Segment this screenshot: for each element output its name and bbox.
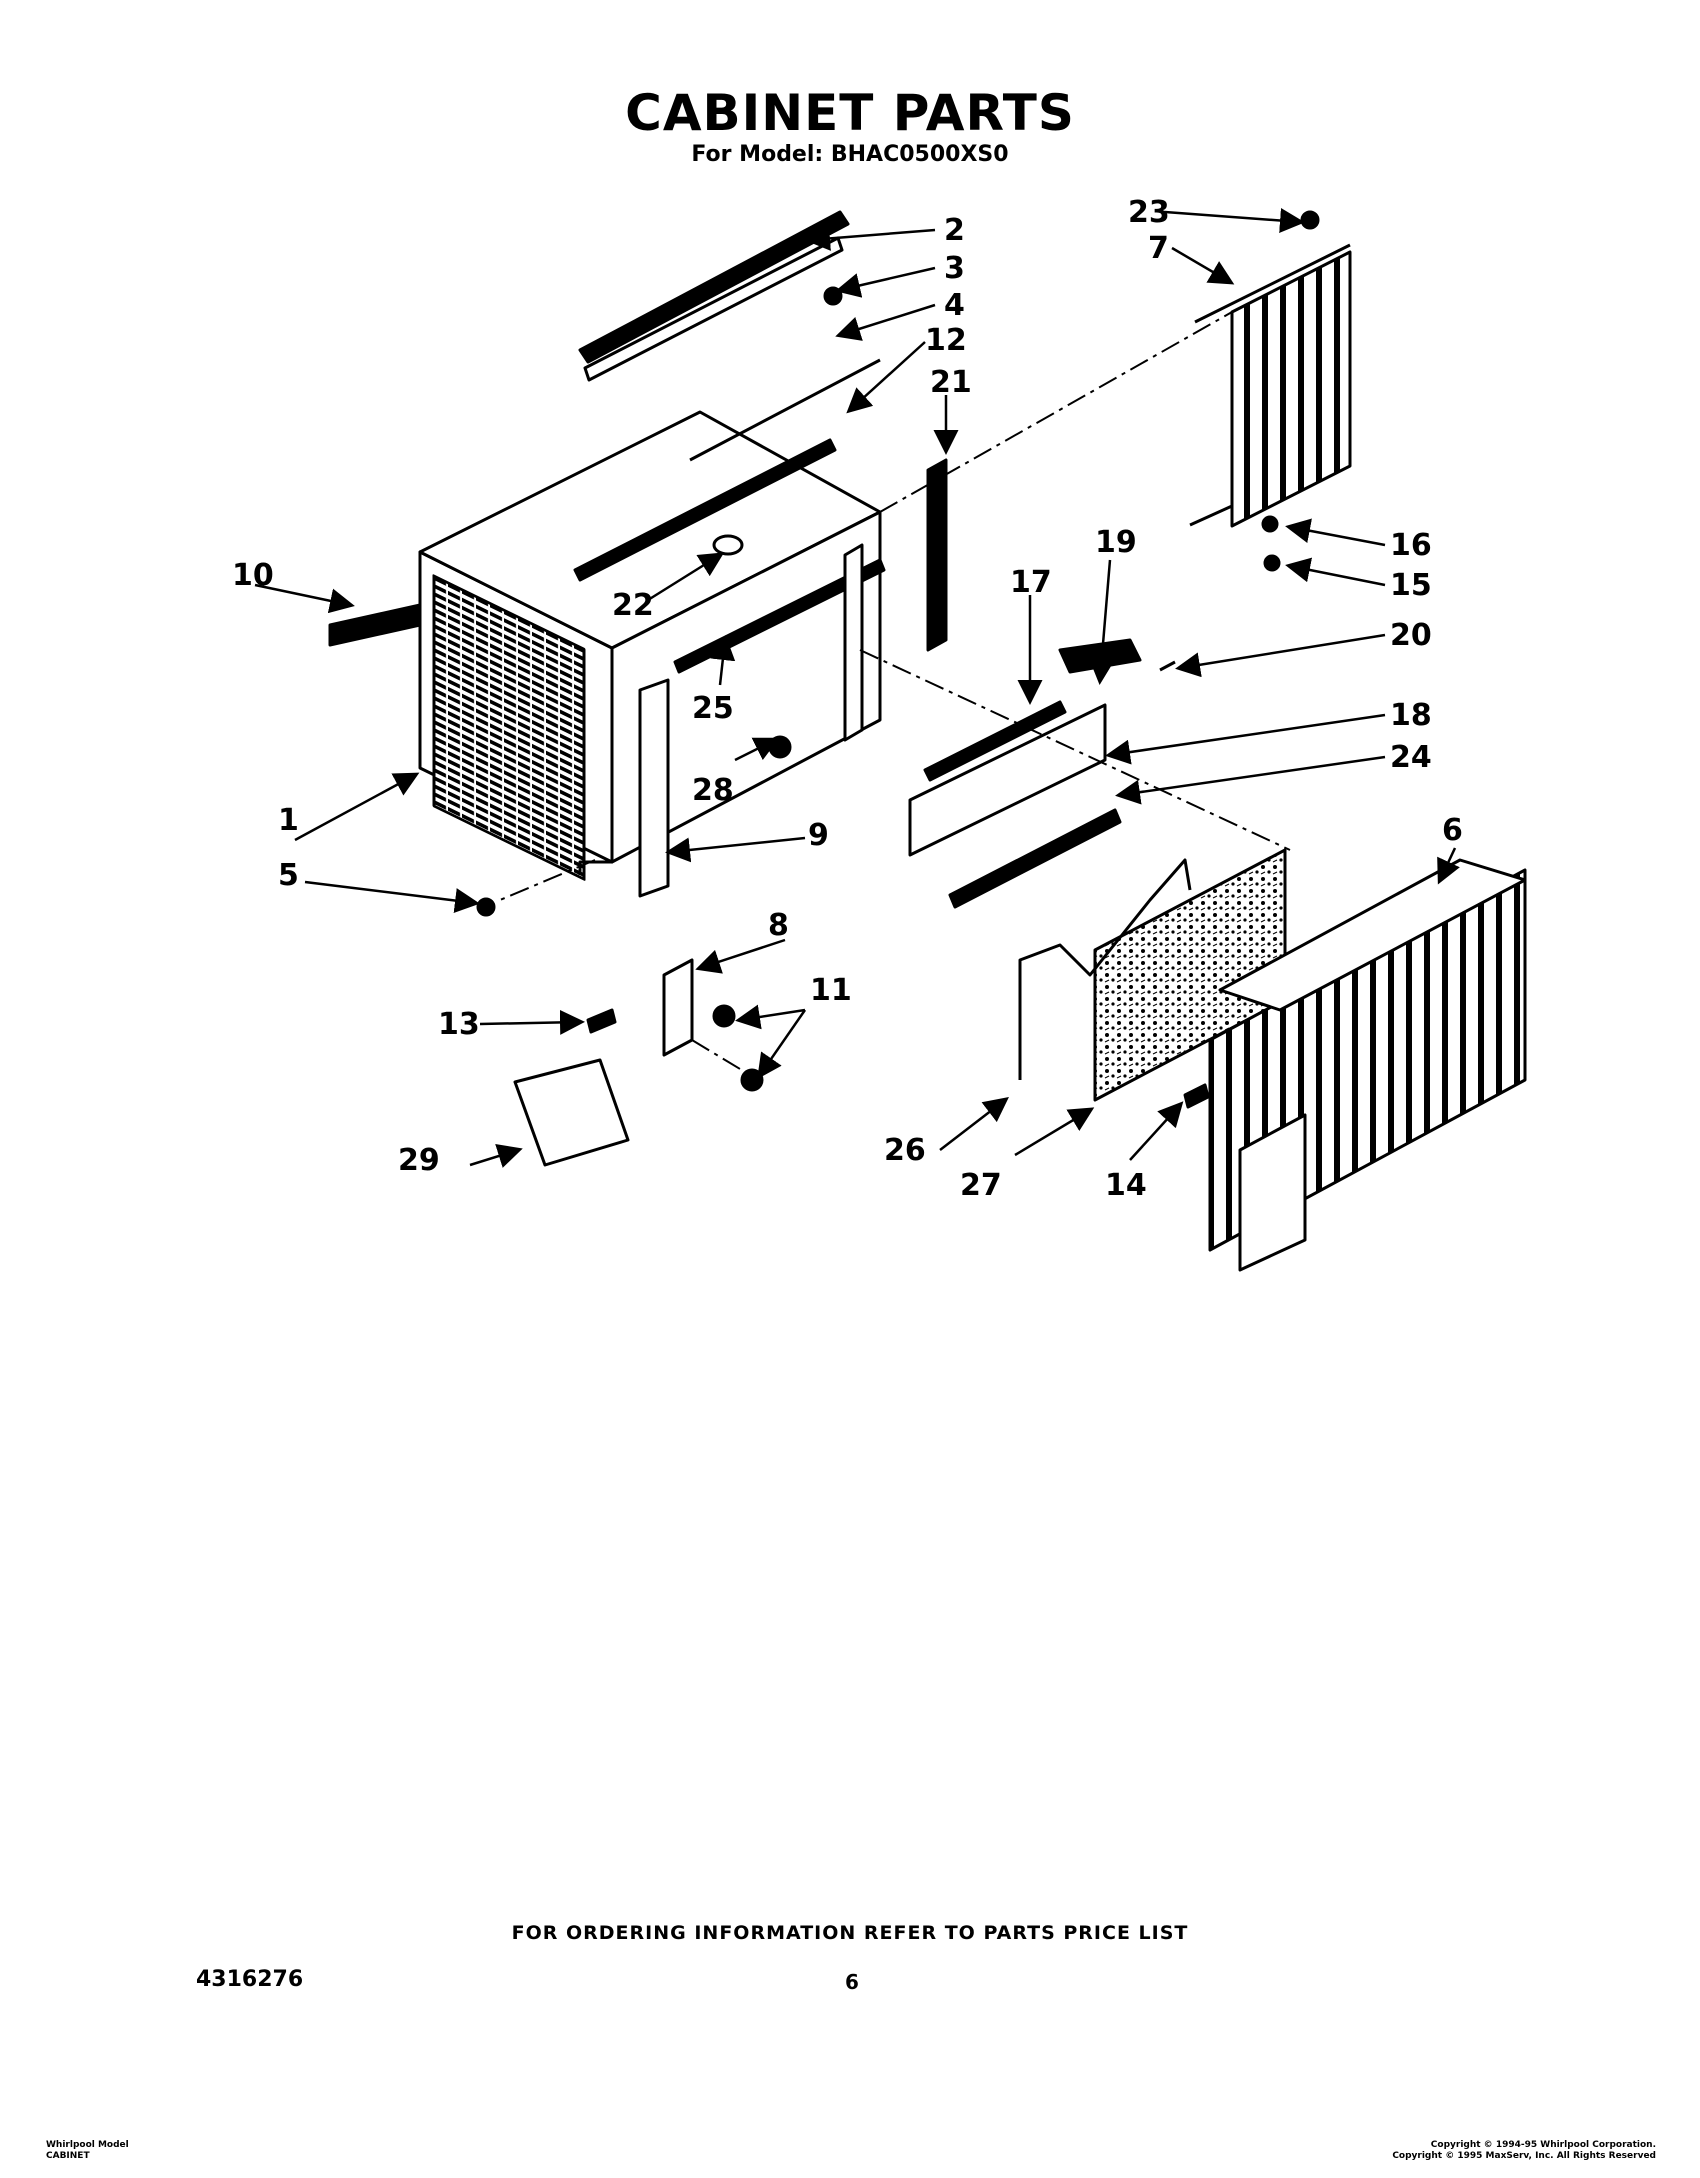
part-4-strip xyxy=(583,236,844,382)
gasket-9 xyxy=(638,678,670,898)
front-panel-grille xyxy=(1208,858,1527,1272)
screw-16-icon xyxy=(1261,515,1279,533)
hardware-bag-29 xyxy=(513,1058,630,1167)
screw-5-icon xyxy=(476,897,496,917)
screw-3-icon xyxy=(823,286,843,306)
callout-23: 23 xyxy=(1128,195,1170,230)
page-number: 6 xyxy=(845,1970,859,1994)
callout-7: 7 xyxy=(1148,231,1169,266)
callout-19: 19 xyxy=(1095,525,1137,560)
callout-28: 28 xyxy=(692,773,734,808)
wire-frame-26 xyxy=(1018,858,1192,1080)
callout-22: 22 xyxy=(612,588,654,623)
callout-26: 26 xyxy=(884,1133,926,1168)
callout-18: 18 xyxy=(1390,698,1432,733)
callout-15: 15 xyxy=(1390,568,1432,603)
part-10-strip xyxy=(328,603,422,647)
callout-13: 13 xyxy=(438,1007,480,1042)
copyright-line-1: Copyright © 1994-95 Whirlpool Corporatio… xyxy=(1430,2140,1656,2150)
footer-section-line: CABINET xyxy=(46,2151,90,2161)
model-subtitle: For Model: BHAC0500XS0 xyxy=(691,142,1009,167)
clip-20-icon xyxy=(1159,660,1176,672)
footer-left: Whirlpool Model CABINET xyxy=(46,2140,129,2162)
footer-model-line: Whirlpool Model xyxy=(46,2140,129,2150)
clip-14-icon xyxy=(1183,1083,1210,1109)
callout-6: 6 xyxy=(1442,813,1463,848)
callout-24: 24 xyxy=(1390,740,1432,775)
part-2-strip xyxy=(578,210,850,364)
callout-5: 5 xyxy=(278,858,299,893)
callout-17: 17 xyxy=(1010,565,1052,600)
callout-29: 29 xyxy=(398,1143,440,1178)
page-title: CABINET PARTS xyxy=(625,84,1075,142)
callout-11: 11 xyxy=(810,973,852,1008)
footer-copyright: Copyright © 1994-95 Whirlpool Corporatio… xyxy=(1392,2140,1656,2162)
callout-16: 16 xyxy=(1390,528,1432,563)
part-12-strip xyxy=(573,438,837,582)
callout-4: 4 xyxy=(944,288,965,323)
bracket-8 xyxy=(662,958,694,1057)
screw-11b-icon xyxy=(740,1068,764,1092)
document-part-number: 4316276 xyxy=(196,1967,304,1992)
copyright-line-2: Copyright © 1995 MaxServ, Inc. All Right… xyxy=(1392,2151,1656,2161)
screw-11a-icon xyxy=(712,1004,736,1028)
callout-27: 27 xyxy=(960,1168,1002,1203)
callout-20: 20 xyxy=(1390,618,1432,653)
washer-15-icon xyxy=(1263,554,1281,572)
callout-9: 9 xyxy=(808,818,829,853)
callout-25: 25 xyxy=(692,691,734,726)
callout-12: 12 xyxy=(925,323,967,358)
part-21-strip xyxy=(926,458,948,652)
callout-14: 14 xyxy=(1105,1168,1147,1203)
ordering-note: FOR ORDERING INFORMATION REFER TO PARTS … xyxy=(511,1922,1189,1944)
callout-21: 21 xyxy=(930,365,972,400)
clip-13-icon xyxy=(586,1008,617,1034)
callout-10: 10 xyxy=(232,558,274,593)
callout-8: 8 xyxy=(768,908,789,943)
screw-23-icon xyxy=(1300,210,1320,230)
rear-coil-frame xyxy=(1189,243,1352,528)
callout-1: 1 xyxy=(278,803,299,838)
callout-2: 2 xyxy=(944,213,965,248)
callout-3: 3 xyxy=(944,251,965,286)
louver-assembly xyxy=(908,638,1142,909)
knob-22-icon xyxy=(712,534,744,556)
